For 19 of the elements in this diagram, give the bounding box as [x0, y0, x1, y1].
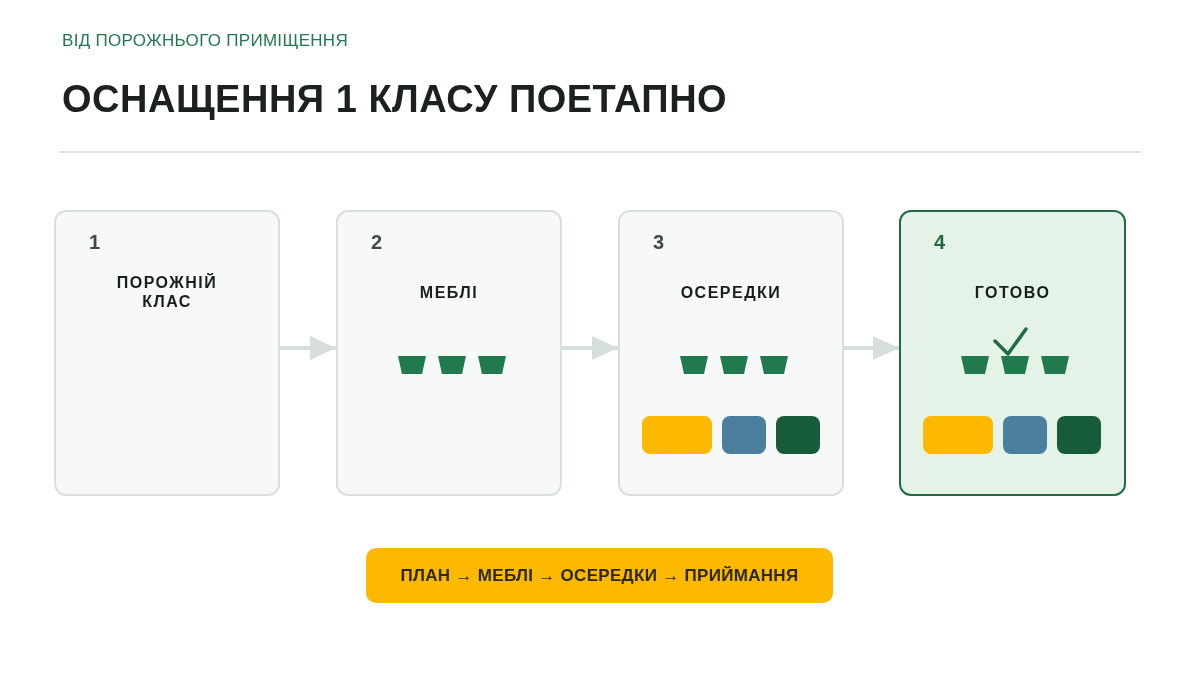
summary-banner — [366, 548, 833, 603]
step-title: МЕБЛІ — [419, 282, 479, 302]
step-title: ОСЕРЕДКИ — [680, 282, 782, 302]
step-card — [899, 210, 1126, 496]
step-number: 2 — [371, 232, 383, 252]
flow-arrow — [844, 336, 899, 360]
step-card — [54, 210, 280, 496]
step-title: ПОРОЖНІЙ КЛАС — [115, 273, 219, 311]
step-title: ГОТОВО — [974, 282, 1051, 302]
flow-arrow — [562, 336, 618, 360]
step-card — [618, 210, 844, 496]
step-card — [336, 210, 562, 496]
step-number: 3 — [653, 232, 665, 252]
step-number: 4 — [934, 232, 946, 252]
page-title: ОСНАЩЕННЯ 1 КЛАСУ ПОЕТАПНО — [62, 80, 728, 118]
flow-arrow — [280, 336, 336, 360]
kicker-text: ВІД ПОРОЖНЬОГО ПРИМІЩЕННЯ — [62, 32, 348, 49]
step-number: 1 — [89, 232, 101, 252]
banner-text: ПЛАН → МЕБЛІ → ОСЕРЕДКИ → ПРИЙМАННЯ — [400, 565, 799, 586]
